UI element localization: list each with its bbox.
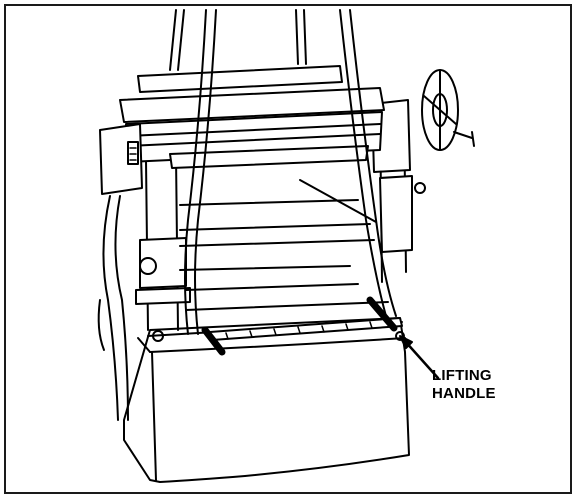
base-cabinet bbox=[123, 317, 410, 483]
switch-box bbox=[99, 123, 143, 195]
lifting-handle-label-line2: HANDLE bbox=[432, 385, 496, 402]
power-cord bbox=[97, 195, 129, 421]
lifting-strap-right bbox=[295, 9, 397, 317]
lifting-handle-arrow bbox=[399, 335, 440, 380]
lifting-strap-left bbox=[169, 9, 217, 335]
top-assembly bbox=[119, 65, 385, 169]
left-column bbox=[135, 155, 191, 331]
lifting-handle-label-line1: LIFTING bbox=[432, 367, 492, 384]
handwheel bbox=[421, 69, 475, 151]
lifting-handle-label: LIFTING HANDLE bbox=[432, 367, 496, 403]
lifting-bar bbox=[201, 296, 403, 356]
table-bed bbox=[179, 179, 389, 311]
